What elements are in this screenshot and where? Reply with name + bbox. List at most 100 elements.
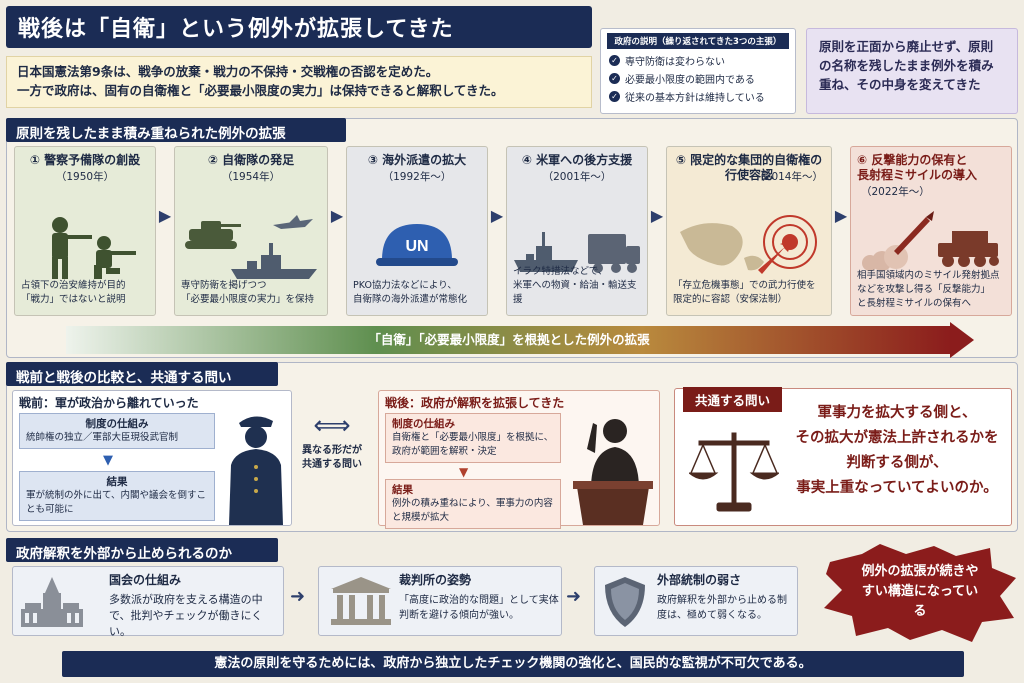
step-year: （2014年〜） <box>754 171 823 183</box>
step-1: ① 警察予備隊の創設 （1950年） 占領下の治安維持が目的「戦力」ではないと説… <box>14 146 156 316</box>
prewar-box: 戦前：軍が政治から離れていった 制度の仕組み統帥権の独立／軍部大臣現役武官制 ▼… <box>12 390 292 526</box>
diet-building-icon <box>19 575 85 635</box>
explanation-item: ✓従来の基本方針は維持している <box>609 89 789 104</box>
external-item-diet: 国会の仕組み多数派が政府を支える構造の中で、批判やチェックが働きにくい。 <box>12 566 284 639</box>
explanation-item-text: 専守防衛は変わらない <box>625 57 725 68</box>
footer-banner: 憲法の原則を守るためには、政府から独立したチェック機関の強化と、国民的な監視が不… <box>62 651 964 677</box>
result-text: 軍が統制の外に出て、内閣や議会を倒すことも可能に <box>26 490 207 515</box>
check-icon: ✓ <box>609 73 620 84</box>
government-explanation-box: 政府の説明（繰り返されてきた3つの主張） ✓専守防衛は変わらない ✓必要最小限度… <box>600 28 796 114</box>
arrow-right-icon: ▶ <box>650 206 664 225</box>
step-3: ③ 海外派遣の拡大 （1992年〜） UN PKO協力法などにより、自衛隊の海外… <box>346 146 488 316</box>
intro-line-2: 一方で政府は、固有の自衛権と「必要最小限度の実力」は保持できると解釈してきた。 <box>17 83 504 98</box>
page-title: 戦後は「自衛」という例外が拡張してきた <box>6 6 592 48</box>
question-label: 共通する問い <box>683 387 783 412</box>
arrow-right-icon: ▶ <box>158 206 172 225</box>
step-4: ④ 米軍への後方支援 （2001年〜） イラク特措法などで、米軍への物資・給油・… <box>506 146 648 316</box>
mechanism-label: 制度の仕組み <box>85 418 149 430</box>
external-text: 国会の仕組み多数派が政府を支える構造の中で、批判やチェックが働きにくい。 <box>109 571 281 639</box>
map-target-icon <box>667 207 831 289</box>
external-desc: 「高度に政治的な問題」として実体判断を避ける傾向が強い。 <box>399 595 559 621</box>
step-year: （1992年〜） <box>382 171 452 183</box>
question-line: 事実上重なっていてよいのか。 <box>796 480 998 496</box>
step-desc: と長射程ミサイルの保有へ <box>857 298 972 309</box>
military-officer-icon <box>221 407 289 529</box>
soldiers-icon <box>15 207 155 289</box>
arrow-down-icon: ▼ <box>459 465 469 479</box>
step-desc: 「必要最小限度の実力」を保持 <box>181 294 315 305</box>
mechanism-label: 制度の仕組み <box>392 418 455 430</box>
external-title: 外部統制の弱さ <box>657 573 742 587</box>
shield-icon <box>603 575 647 633</box>
comparison-section-title: 戦前と戦後の比較と、共通する問い <box>6 362 278 386</box>
step-desc: 占領下の治安維持が目的 <box>21 280 126 291</box>
postwar-box: 戦後：政府が解釈を拡張してきた 制度の仕組み自衛権と「必要最小限度」を根拠に、政… <box>378 390 660 529</box>
warship-truck-icon <box>507 207 647 289</box>
step-title-2: 長射程ミサイルの導入 <box>857 168 978 182</box>
mechanism-text: 自衛権と「必要最小限度」を根拠に、政府が範囲を解釈・決定 <box>392 432 554 457</box>
step-title: ③ 海外派遣の拡大 <box>367 153 467 167</box>
step-desc: イラク特措法などで、 <box>513 266 608 277</box>
middle-label: 異なる形だが共通する問い <box>302 445 362 470</box>
intro-box: 日本国憲法第9条は、戦争の放棄・戦力の不保持・交戦権の否認を定めた。 一方で政府… <box>6 56 592 108</box>
step-year: （1950年） <box>55 171 115 183</box>
step-title: ② 自衛隊の発足 <box>207 153 295 167</box>
question-line: 判断する側が、 <box>846 455 948 471</box>
step-desc: 自衛隊の海外派遣が常態化 <box>353 294 468 305</box>
step-desc: 「存立危機事態」での武力行使を <box>673 280 816 291</box>
prewar-result: 結果軍が統制の外に出て、内閣や議会を倒すことも可能に <box>19 471 215 521</box>
step-title: ④ 米軍への後方支援 <box>521 153 633 167</box>
step-title: ⑥ 反撃能力の保有と <box>857 153 968 167</box>
step-desc: 米軍への物資・給油・輸送支援 <box>513 280 637 305</box>
step-desc: PKO協力法などにより、 <box>353 280 457 291</box>
check-icon: ✓ <box>609 91 620 102</box>
postwar-mechanism: 制度の仕組み自衛権と「必要最小限度」を根拠に、政府が範囲を解釈・決定 <box>385 413 561 463</box>
double-arrow-icon: ⟺ <box>313 411 351 441</box>
courthouse-icon <box>329 575 393 633</box>
step-title: ⑤ 限定的な集団的自衛権の <box>675 153 823 167</box>
question-text: 軍事力を拡大する側と、 その拡大が憲法上許されるかを 判断する側が、 事実上重な… <box>785 401 1009 501</box>
arrow-right-icon: ▶ <box>490 206 504 225</box>
step-title-2: 行使容認 <box>724 168 773 182</box>
step-desc: 相手国領域内のミサイル発射拠点 <box>857 270 1000 281</box>
external-item-court: 裁判所の姿勢「高度に政治的な問題」として実体判断を避ける傾向が強い。 <box>318 566 562 636</box>
explanation-item-text: 必要最小限度の範囲内である <box>625 75 755 86</box>
arrow-right-icon: ➜ <box>566 586 582 607</box>
step-2: ② 自衛隊の発足 （1954年） 専守防衛を掲げつつ「必要最小限度の実力」を保持 <box>174 146 328 316</box>
expansion-section-title: 原則を残したまま積み重ねられた例外の拡張 <box>6 118 346 142</box>
postwar-title: 戦後：政府が解釈を拡張してきた <box>385 396 565 410</box>
step-desc: 限定的に容認（安保法制） <box>673 294 788 305</box>
step-year: （1954年） <box>221 171 281 183</box>
step-desc: 専守防衛を掲げつつ <box>181 280 267 291</box>
arrow-down-icon: ▼ <box>103 453 113 468</box>
check-icon: ✓ <box>609 55 620 66</box>
intro-line-1: 日本国憲法第9条は、戦争の放棄・戦力の不保持・交戦権の否認を定めた。 <box>17 64 439 79</box>
step-desc: 「戦力」ではないと説明 <box>21 294 126 305</box>
question-line: その拡大が憲法上許されるかを <box>795 430 999 446</box>
speaker-podium-icon <box>569 409 655 529</box>
external-text: 裁判所の姿勢「高度に政治的な問題」として実体判断を避ける傾向が強い。 <box>399 571 559 621</box>
missile-launcher-icon <box>851 205 1011 275</box>
result-label: 結果 <box>392 484 413 496</box>
expansion-band: 「自衛」「必要最小限度」を根拠とした例外の拡張 <box>66 326 952 354</box>
result-text: 例外の積み重ねにより、軍事力の内容と規模が拡大 <box>392 498 553 523</box>
question-line: 軍事力を拡大する側と、 <box>817 405 977 421</box>
postwar-result: 結果例外の積み重ねにより、軍事力の内容と規模が拡大 <box>385 479 561 529</box>
arrow-right-icon: ➜ <box>290 586 306 607</box>
external-desc: 政府解釈を外部から止める制度は、極めて弱くなる。 <box>657 595 787 621</box>
band-arrow-head <box>950 322 974 358</box>
external-section-title: 政府解釈を外部から止められるのか <box>6 538 278 562</box>
step-title: ① 警察予備隊の創設 <box>29 153 141 167</box>
step-year: （2001年〜） <box>542 171 612 183</box>
arrow-right-icon: ▶ <box>834 206 848 225</box>
external-title: 裁判所の姿勢 <box>399 573 472 587</box>
common-question-box: 共通する問い 軍事力を拡大する側と、 その拡大が憲法上許されるかを 判断する側が… <box>674 387 1012 526</box>
external-desc: 多数派が政府を支える構造の中で、批判やチェックが働きにくい。 <box>109 593 263 638</box>
prewar-mechanism: 制度の仕組み統帥権の独立／軍部大臣現役武官制 <box>19 413 215 449</box>
explanation-item: ✓ 必要最小限度の範囲内である <box>609 71 789 86</box>
warning-burst: 例外の拡張が続きやすい構造になっている <box>822 544 1018 644</box>
un-helmet-icon: UN <box>347 207 487 289</box>
step-5: ⑤ 限定的な集団的自衛権の 行使容認 （2014年〜） 「存立危機事態」での武力… <box>666 146 832 316</box>
prewar-title: 戦前：軍が政治から離れていった <box>19 396 199 410</box>
step-6: ⑥ 反撃能力の保有と 長射程ミサイルの導入 （2022年〜） 相手国領域内のミサ… <box>850 146 1012 316</box>
